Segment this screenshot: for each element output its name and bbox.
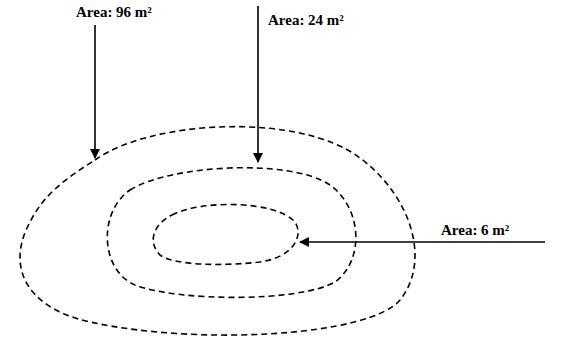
area-label: Area: 24 m² xyxy=(267,11,345,29)
outer-contour xyxy=(20,127,415,335)
leader-arrow xyxy=(300,241,545,243)
area-label: Area: 6 m² xyxy=(440,221,510,239)
leader-arrow xyxy=(94,25,96,158)
leader-arrow xyxy=(257,6,259,162)
middle-contour xyxy=(107,168,356,298)
area-label: Area: 96 m² xyxy=(75,3,153,21)
inner-contour xyxy=(153,205,298,265)
